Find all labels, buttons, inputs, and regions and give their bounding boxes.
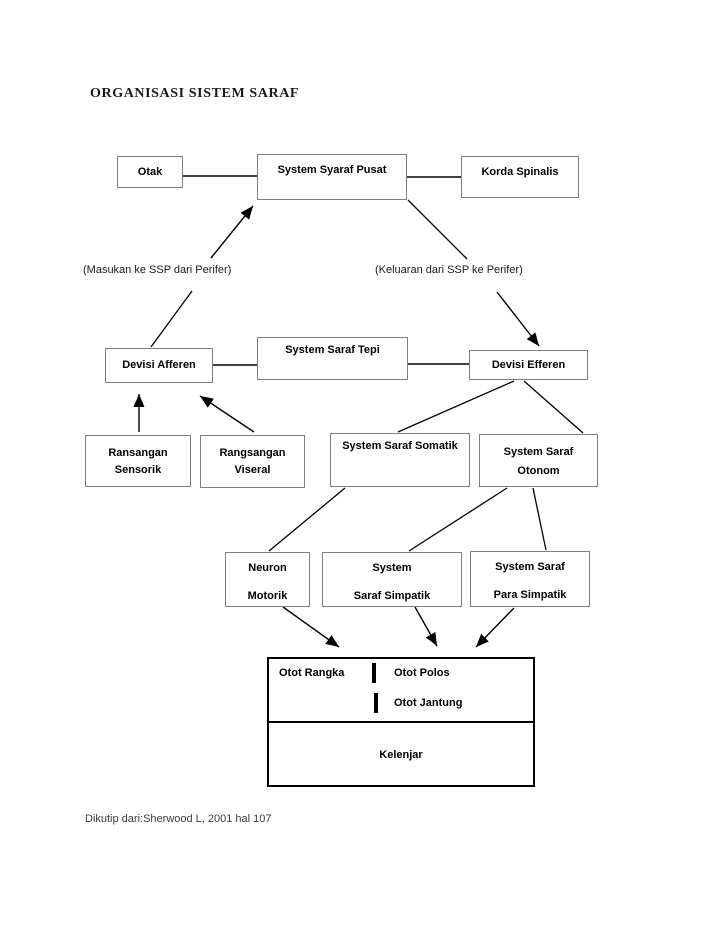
effector-otot-polos: Otot Polos (394, 667, 450, 679)
arrow-neuron-to-effectors (282, 606, 340, 648)
node-somatik-label: System Saraf Somatik (342, 440, 458, 452)
connector-otonom-to-simpatik (408, 487, 508, 552)
node-korda-label: Korda Spinalis (481, 166, 559, 178)
arrow-parasimpatik-to-effectors (475, 607, 515, 648)
effector-table-gland-cell: Kelenjar (269, 723, 533, 787)
node-parasimpatik-line2: Para Simpatik (493, 589, 567, 601)
node-afferen-label: Devisi Afferen (122, 359, 196, 371)
connector-somatik-to-neuron (268, 487, 346, 552)
node-rangsangan-viseral: Rangsangan Viseral (200, 435, 305, 488)
node-sensorik-line1: Ransangan (108, 447, 168, 459)
node-viseral-line1: Rangsangan (219, 447, 286, 459)
effector-otot-jantung: Otot Jantung (394, 697, 463, 709)
node-system-saraf-otonom: System Saraf Otonom (479, 434, 598, 487)
arrow-simpatik-to-effectors (414, 606, 438, 647)
node-sensorik-line2: Sensorik (114, 464, 162, 476)
node-parasimpatik-line1: System Saraf (495, 561, 565, 573)
node-system-saraf-tepi: System Saraf Tepi (257, 337, 408, 380)
node-neuron-motorik: Neuron Motorik (225, 552, 310, 607)
node-otak: Otak (117, 156, 183, 188)
connector-otonom-to-parasimpatik (532, 487, 547, 551)
node-ransangan-sensorik: Ransangan Sensorik (85, 435, 191, 487)
node-efferen-label: Devisi Efferen (491, 358, 566, 371)
annotation-masukan: (Masukan ke SSP dari Perifer) (83, 264, 232, 276)
node-neuron-line2: Motorik (247, 590, 288, 602)
node-otonom-line1: System Saraf (503, 446, 574, 458)
node-viseral-line2: Viseral (234, 464, 271, 476)
connector-masukan-to-afferen (150, 290, 193, 348)
source-caption: Dikutip dari:Sherwood L, 2001 hal 107 (85, 813, 272, 825)
node-system-saraf-para-simpatik: System Saraf Para Simpatik (470, 551, 590, 607)
connector-efferen-to-otonom (523, 380, 584, 434)
node-korda-spinalis: Korda Spinalis (461, 156, 579, 198)
node-devisi-efferen: Devisi Efferen (469, 350, 588, 380)
node-devisi-afferen: Devisi Afferen (105, 348, 213, 383)
node-simpatik-line1: System (372, 562, 412, 574)
effector-otot-rangka: Otot Rangka (279, 667, 345, 679)
arrow-viseral-to-afferen (199, 395, 255, 433)
thick-separator-bar (374, 693, 378, 713)
annotation-keluaran: (Keluaran dari SSP ke Perifer) (375, 264, 523, 276)
node-otonom-line2: Otonom (517, 465, 560, 477)
node-system-syaraf-pusat: System Syaraf Pusat (257, 154, 407, 200)
arrow-masukan-to-ssp (210, 205, 254, 259)
effector-table-muscles-cell: Otot Rangka Otot Polos Otot Jantung (269, 659, 533, 723)
arrow-keluaran-to-efferen (496, 291, 540, 347)
node-ssp-label: System Syaraf Pusat (277, 164, 387, 176)
node-system-saraf-somatik: System Saraf Somatik (330, 433, 470, 487)
effector-table: Otot Rangka Otot Polos Otot Jantung Kele… (267, 657, 535, 787)
thick-separator-bar (372, 663, 376, 683)
node-otak-label: Otak (137, 165, 163, 178)
node-neuron-line1: Neuron (248, 562, 287, 574)
node-system-saraf-simpatik: System Saraf Simpatik (322, 552, 462, 607)
page-title: ORGANISASI SISTEM SARAF (90, 86, 300, 101)
connector-somatik-to-efferen (397, 380, 515, 433)
node-simpatik-line2: Saraf Simpatik (353, 590, 431, 602)
connector-ssp-to-keluaran (407, 199, 468, 260)
effector-kelenjar: Kelenjar (379, 749, 423, 761)
node-tepi-label: System Saraf Tepi (285, 344, 380, 356)
